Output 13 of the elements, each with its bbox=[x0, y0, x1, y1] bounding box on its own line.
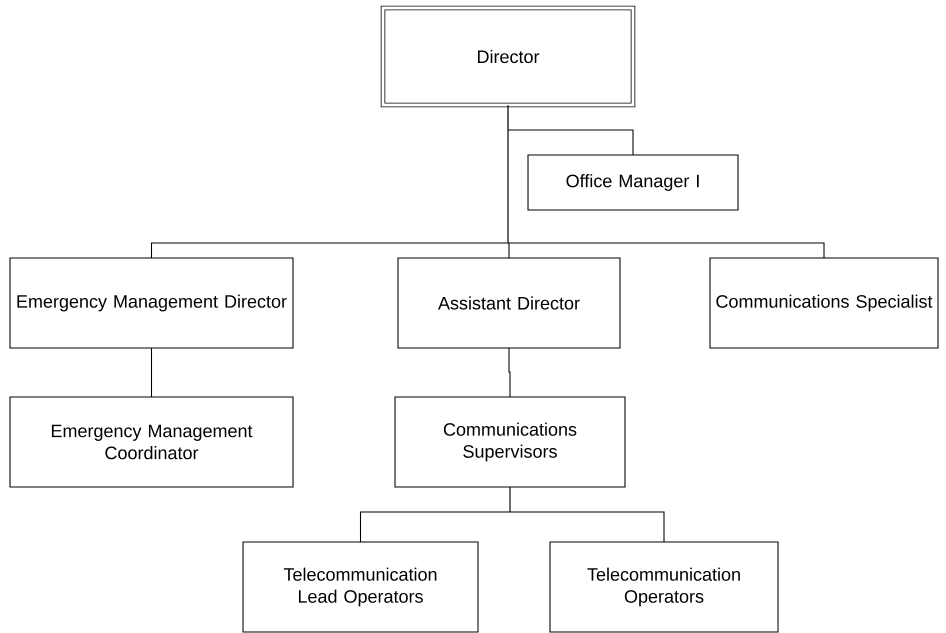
position-box: Communications Specialist bbox=[709, 257, 939, 349]
position-box: Emergency Management Director bbox=[9, 257, 294, 349]
connector-line bbox=[507, 105, 825, 258]
position-box: Communications Supervisors bbox=[394, 396, 626, 488]
position-box: Emergency Management Coordinator bbox=[9, 396, 294, 488]
position-box: Assistant Director bbox=[397, 257, 621, 349]
connector-line bbox=[508, 348, 511, 396]
position-box: Telecommunication Lead Operators bbox=[242, 541, 479, 633]
connector-line bbox=[509, 488, 665, 542]
position-box: Telecommunication Operators bbox=[549, 541, 779, 633]
connector-line bbox=[150, 348, 152, 396]
director-box: Director bbox=[380, 6, 636, 108]
position-box: Office Manager I bbox=[527, 154, 739, 211]
